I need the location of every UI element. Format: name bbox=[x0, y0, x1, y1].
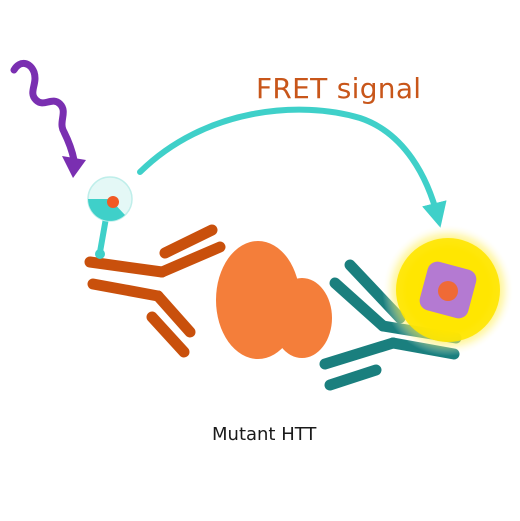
mutant-htt-protein bbox=[216, 241, 332, 359]
mutant-htt-label: Mutant HTT bbox=[212, 424, 317, 445]
squiggle-arrow-icon bbox=[10, 60, 86, 178]
fret-signal-label: FRET signal bbox=[256, 72, 422, 105]
donor-antibody bbox=[84, 224, 226, 358]
donor-fluorophore-icon bbox=[87, 176, 133, 259]
fret-arrow bbox=[137, 106, 447, 228]
acceptor-fluorophore-icon bbox=[382, 224, 514, 356]
